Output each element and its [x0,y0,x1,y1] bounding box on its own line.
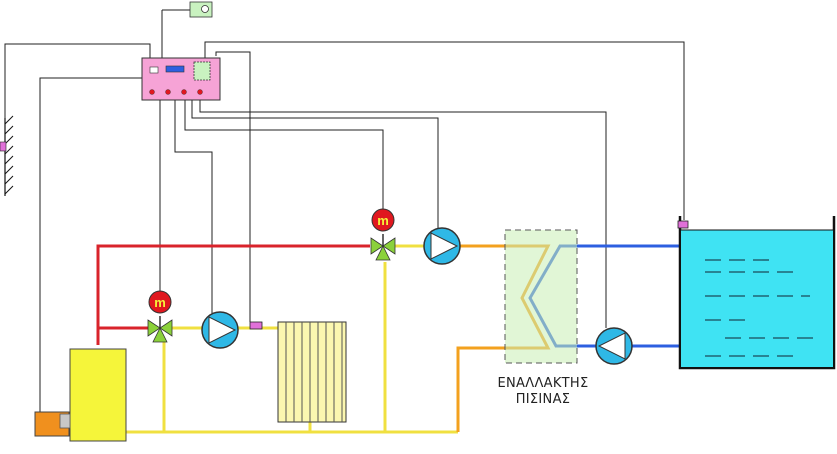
mixing-valve-icon: m [147,290,173,343]
wire-right-pump [191,100,439,230]
pool-temperature-sensor [677,220,689,229]
wire-left-pump [174,100,213,315]
thermostat-icon [189,1,213,18]
exchanger-label-line1: ΕΝΑΛΛΑΚΤΗΣ [497,376,589,391]
signal-wires [4,9,685,412]
wire-outdoor-sensor [4,43,151,150]
exchanger-label: ΕΝΑΛΛΑΚΤΗΣ ΠΙΣΙΝΑΣ [478,376,608,408]
wire-right-valve [184,100,384,212]
supply-temperature-sensor [249,321,263,330]
heat-exchanger-icon [504,229,578,364]
wire-thermostat [156,10,163,64]
radiator-icon [277,321,347,423]
pump-icon [423,227,461,265]
wire-pool-pump [199,100,607,328]
pool-tank-icon [678,216,836,370]
valve-motor-letter: m [154,295,166,310]
controller-icon [141,57,221,101]
wire-pool-sensor [204,41,685,220]
pump-icon [595,327,633,365]
valve-motor-letter: m [377,213,389,228]
hot-pipes [96,244,370,345]
boiler-icon [69,348,127,442]
wire-radiator-sensor [215,51,251,322]
mixing-valve-icon: m [370,208,396,261]
exchanger-label-line2: ΠΙΣΙΝΑΣ [515,392,571,407]
outdoor-sensor-icon [0,115,14,196]
pump-icon [201,311,239,349]
wire-burner [39,77,142,412]
